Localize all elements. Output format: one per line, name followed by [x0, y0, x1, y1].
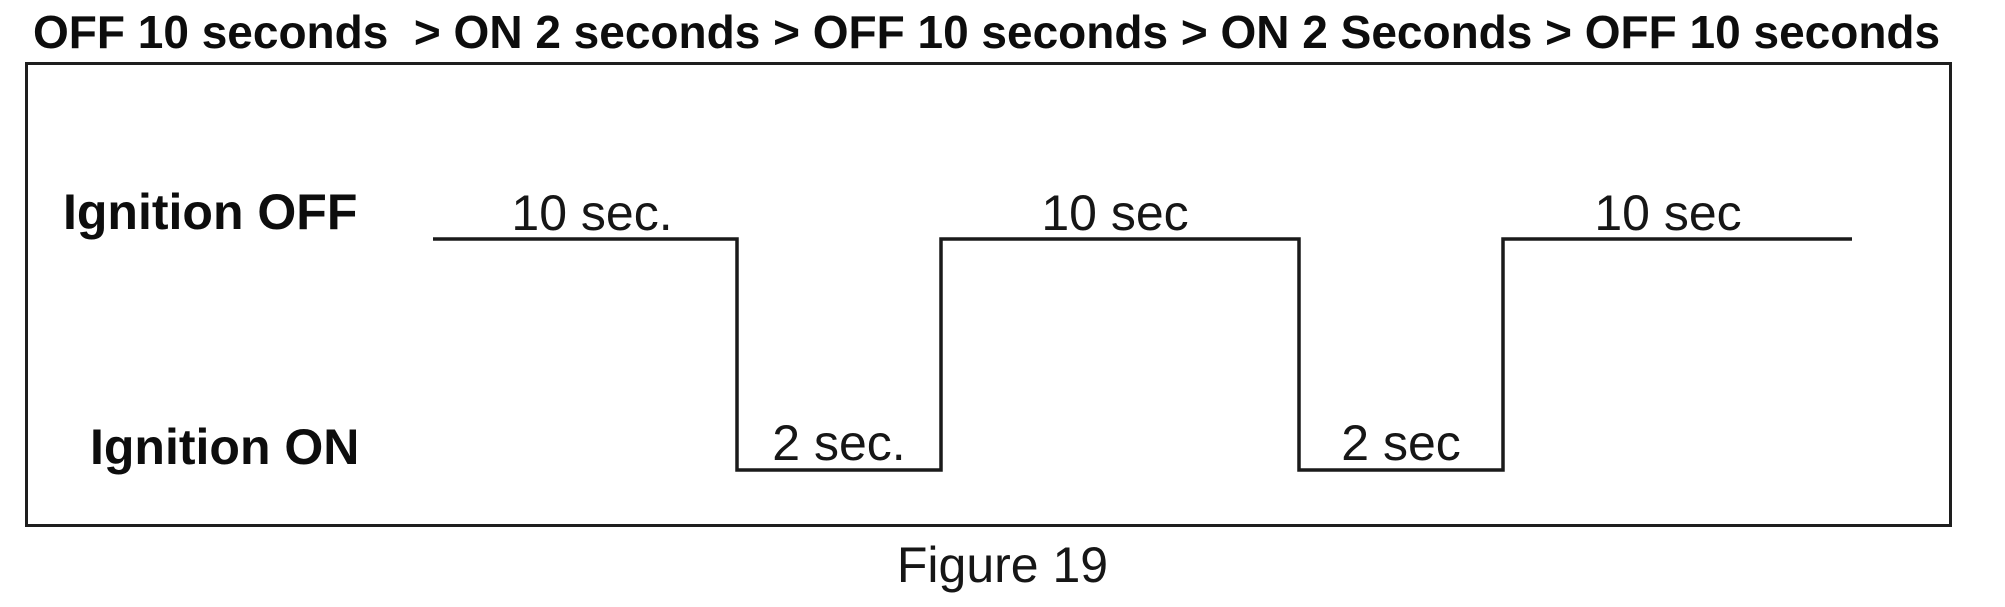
segment-duration-label: 10 sec.	[511, 185, 673, 241]
sequence-title: OFF 10 seconds > ON 2 seconds > OFF 10 s…	[33, 6, 1941, 58]
ignition-off-label: Ignition OFF	[63, 184, 358, 240]
segment-duration-label: 10 sec	[1594, 185, 1742, 241]
segment-duration-label: 2 sec.	[772, 415, 906, 471]
segment-duration-label: 2 sec	[1341, 415, 1461, 471]
figure-caption: Figure 19	[896, 537, 1109, 593]
diagram-frame	[25, 62, 1952, 527]
segment-duration-label: 10 sec	[1041, 185, 1189, 241]
ignition-on-label: Ignition ON	[90, 419, 360, 475]
